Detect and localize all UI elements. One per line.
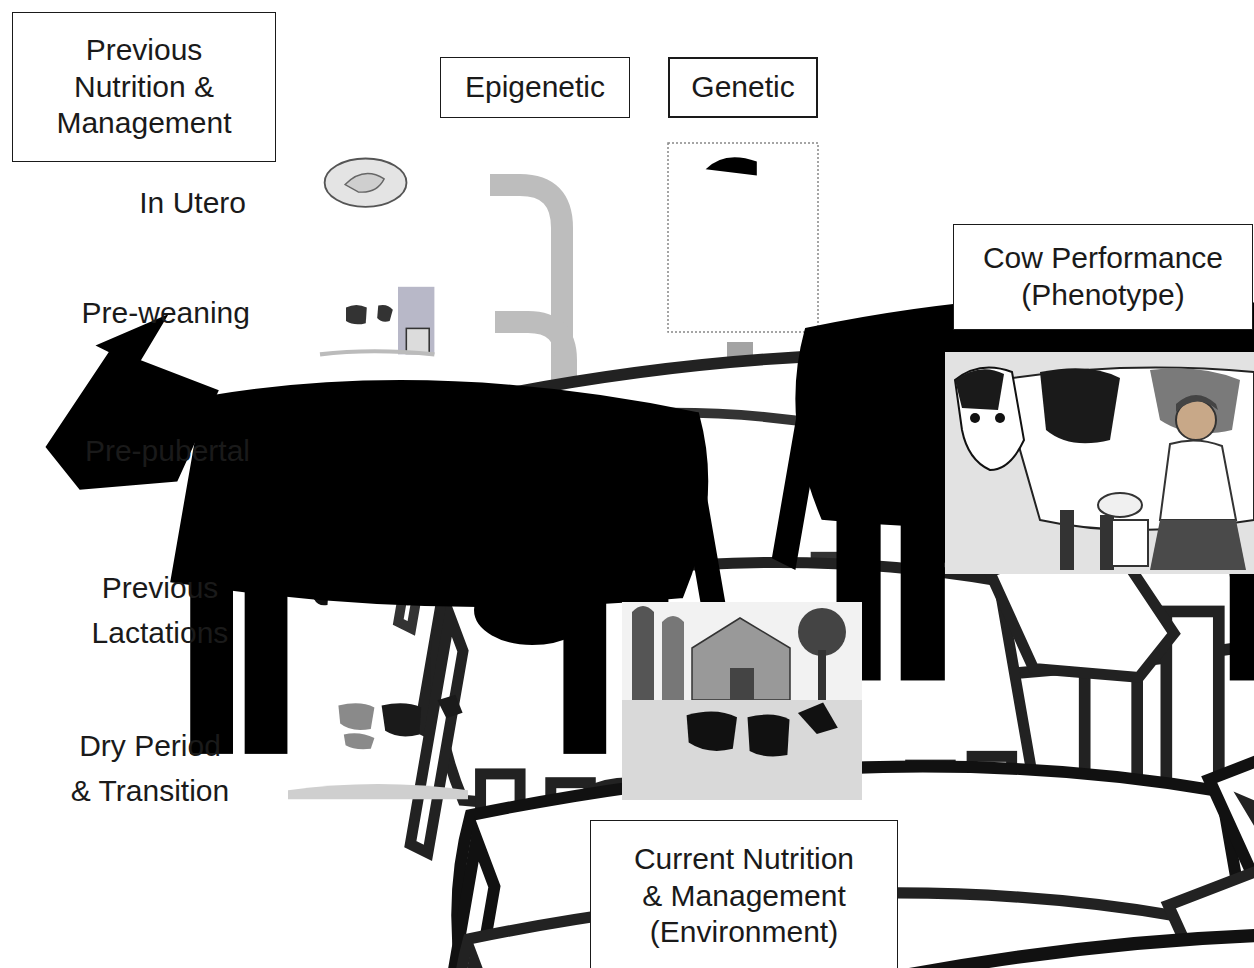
farm-picture-part-part bbox=[798, 703, 838, 735]
calf-part bbox=[346, 305, 367, 324]
milking-picture-part bbox=[1040, 368, 1120, 443]
calf-part bbox=[320, 351, 434, 354]
milking-picture-part bbox=[955, 368, 1024, 471]
farm-picture-part bbox=[622, 700, 862, 800]
farm-picture-part bbox=[818, 650, 826, 700]
farm-picture-part bbox=[662, 616, 684, 622]
milking-picture-part bbox=[970, 413, 980, 423]
milking-picture-part bbox=[1000, 368, 1254, 531]
stage-label: Dry Period & Transition bbox=[67, 723, 233, 813]
dry-cow-part bbox=[437, 695, 462, 718]
calf-part bbox=[377, 305, 393, 322]
box-text: Genetic bbox=[673, 69, 813, 106]
stage-heading-box: Previous Nutrition & Management bbox=[12, 12, 276, 162]
box-text: Previous Nutrition & Management bbox=[29, 32, 259, 142]
stage-label: Previous Lactations bbox=[75, 565, 245, 655]
milking-picture-part bbox=[1176, 395, 1218, 412]
stage-label: Pre-pubertal bbox=[85, 428, 250, 473]
farm-picture-part bbox=[632, 606, 654, 612]
dry-cow-part bbox=[338, 703, 374, 730]
box-text: Current Nutrition & Management (Environm… bbox=[624, 841, 864, 951]
stage-label: Pre-weaning bbox=[82, 290, 250, 335]
genetic-picture-part bbox=[706, 157, 1254, 676]
pregnant-cow-part bbox=[325, 158, 407, 206]
epigenetic-box: Epigenetic bbox=[440, 57, 630, 118]
milking-picture bbox=[945, 352, 1254, 574]
milking-picture-part bbox=[1060, 510, 1074, 570]
box-text: Epigenetic bbox=[445, 69, 625, 106]
genetic-box: Genetic bbox=[668, 57, 818, 118]
pregnant-cow-part bbox=[345, 174, 384, 193]
farm-picture-part bbox=[798, 608, 846, 656]
stage-label: In Utero bbox=[139, 180, 246, 225]
milking-picture-part bbox=[1160, 440, 1236, 520]
farm-picture-part bbox=[692, 618, 790, 700]
dry-cow bbox=[288, 695, 1254, 968]
milking-picture-part bbox=[995, 413, 1005, 423]
milking-picture-part bbox=[955, 369, 1004, 410]
milking-picture-part bbox=[1150, 520, 1246, 570]
phenotype-box: Cow Performance (Phenotype) bbox=[953, 224, 1253, 330]
genetic-picture-part bbox=[668, 143, 818, 332]
farm-picture-part bbox=[730, 668, 754, 700]
farm-picture-part-part bbox=[748, 715, 790, 757]
calf-part bbox=[406, 328, 429, 353]
dry-cow-part bbox=[288, 784, 468, 799]
farm-picture-part bbox=[632, 612, 654, 702]
genetic-picture bbox=[50, 143, 1254, 750]
calf-part bbox=[398, 287, 434, 355]
environment-box: Current Nutrition & Management (Environm… bbox=[590, 820, 898, 968]
dry-cow-part bbox=[382, 703, 422, 736]
dry-cow-part bbox=[344, 733, 375, 749]
farm-picture-part bbox=[622, 602, 862, 800]
farm-picture-part bbox=[662, 622, 684, 702]
milking-picture-part bbox=[945, 352, 1254, 574]
milking-picture-part bbox=[1112, 520, 1148, 566]
box-text: Cow Performance (Phenotype) bbox=[968, 240, 1238, 313]
farm-picture-part-part bbox=[687, 711, 737, 750]
milking-picture-part bbox=[1098, 493, 1142, 517]
genetic-picture-part-part bbox=[706, 157, 757, 175]
